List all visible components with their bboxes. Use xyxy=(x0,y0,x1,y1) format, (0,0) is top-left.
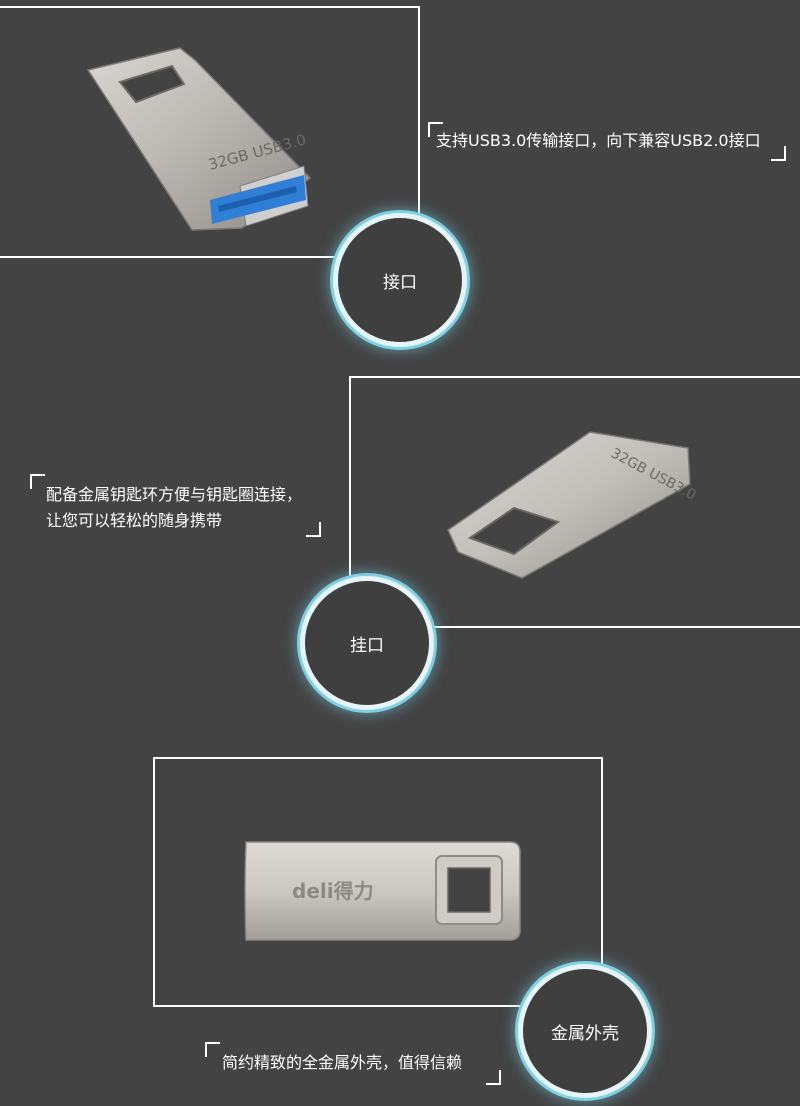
badge-label: 接口 xyxy=(383,272,417,293)
badge-metal-shell: 金属外壳 xyxy=(518,964,652,1098)
caption-metal-shell: 简约精致的全金属外壳，值得信赖 xyxy=(222,1050,462,1076)
caption-bracket-bottom-right xyxy=(771,146,786,161)
caption-line: 配备金属钥匙环方便与钥匙圈连接， xyxy=(46,485,303,504)
usb-drive-metal-shell-image: deli得力 xyxy=(244,841,521,941)
product-frame-1 xyxy=(0,6,420,258)
caption-bracket-bottom-right xyxy=(306,522,321,537)
caption-line: 支持USB3.0传输接口，向下兼容USB2.0接口 xyxy=(436,131,761,150)
usb-drive-interface-image: 32GB USB3.0 xyxy=(86,47,312,231)
product-frame-3 xyxy=(153,757,603,1007)
badge-hanging-hole: 挂口 xyxy=(300,576,434,710)
caption-line: 简约精致的全金属外壳，值得信赖 xyxy=(222,1053,463,1072)
caption-bracket-top-left xyxy=(205,1042,220,1057)
caption-bracket-top-left xyxy=(428,122,443,137)
usb-drive-hanging-hole-image: 32GB USB3.0 xyxy=(447,431,698,579)
product-frame-2 xyxy=(349,376,800,628)
caption-hanging-hole: 配备金属钥匙环方便与钥匙圈连接， 让您可以轻松的随身携带 xyxy=(46,482,302,534)
badge-label: 挂口 xyxy=(350,635,384,656)
caption-line: 让您可以轻松的随身携带 xyxy=(46,511,223,530)
badge-interface: 接口 xyxy=(333,213,467,347)
brand-logo: deli得力 xyxy=(292,879,374,903)
caption-bracket-top-left xyxy=(30,474,45,489)
caption-bracket-bottom-right xyxy=(486,1070,501,1085)
caption-interface: 支持USB3.0传输接口，向下兼容USB2.0接口 xyxy=(436,128,761,154)
badge-label: 金属外壳 xyxy=(551,1023,619,1044)
